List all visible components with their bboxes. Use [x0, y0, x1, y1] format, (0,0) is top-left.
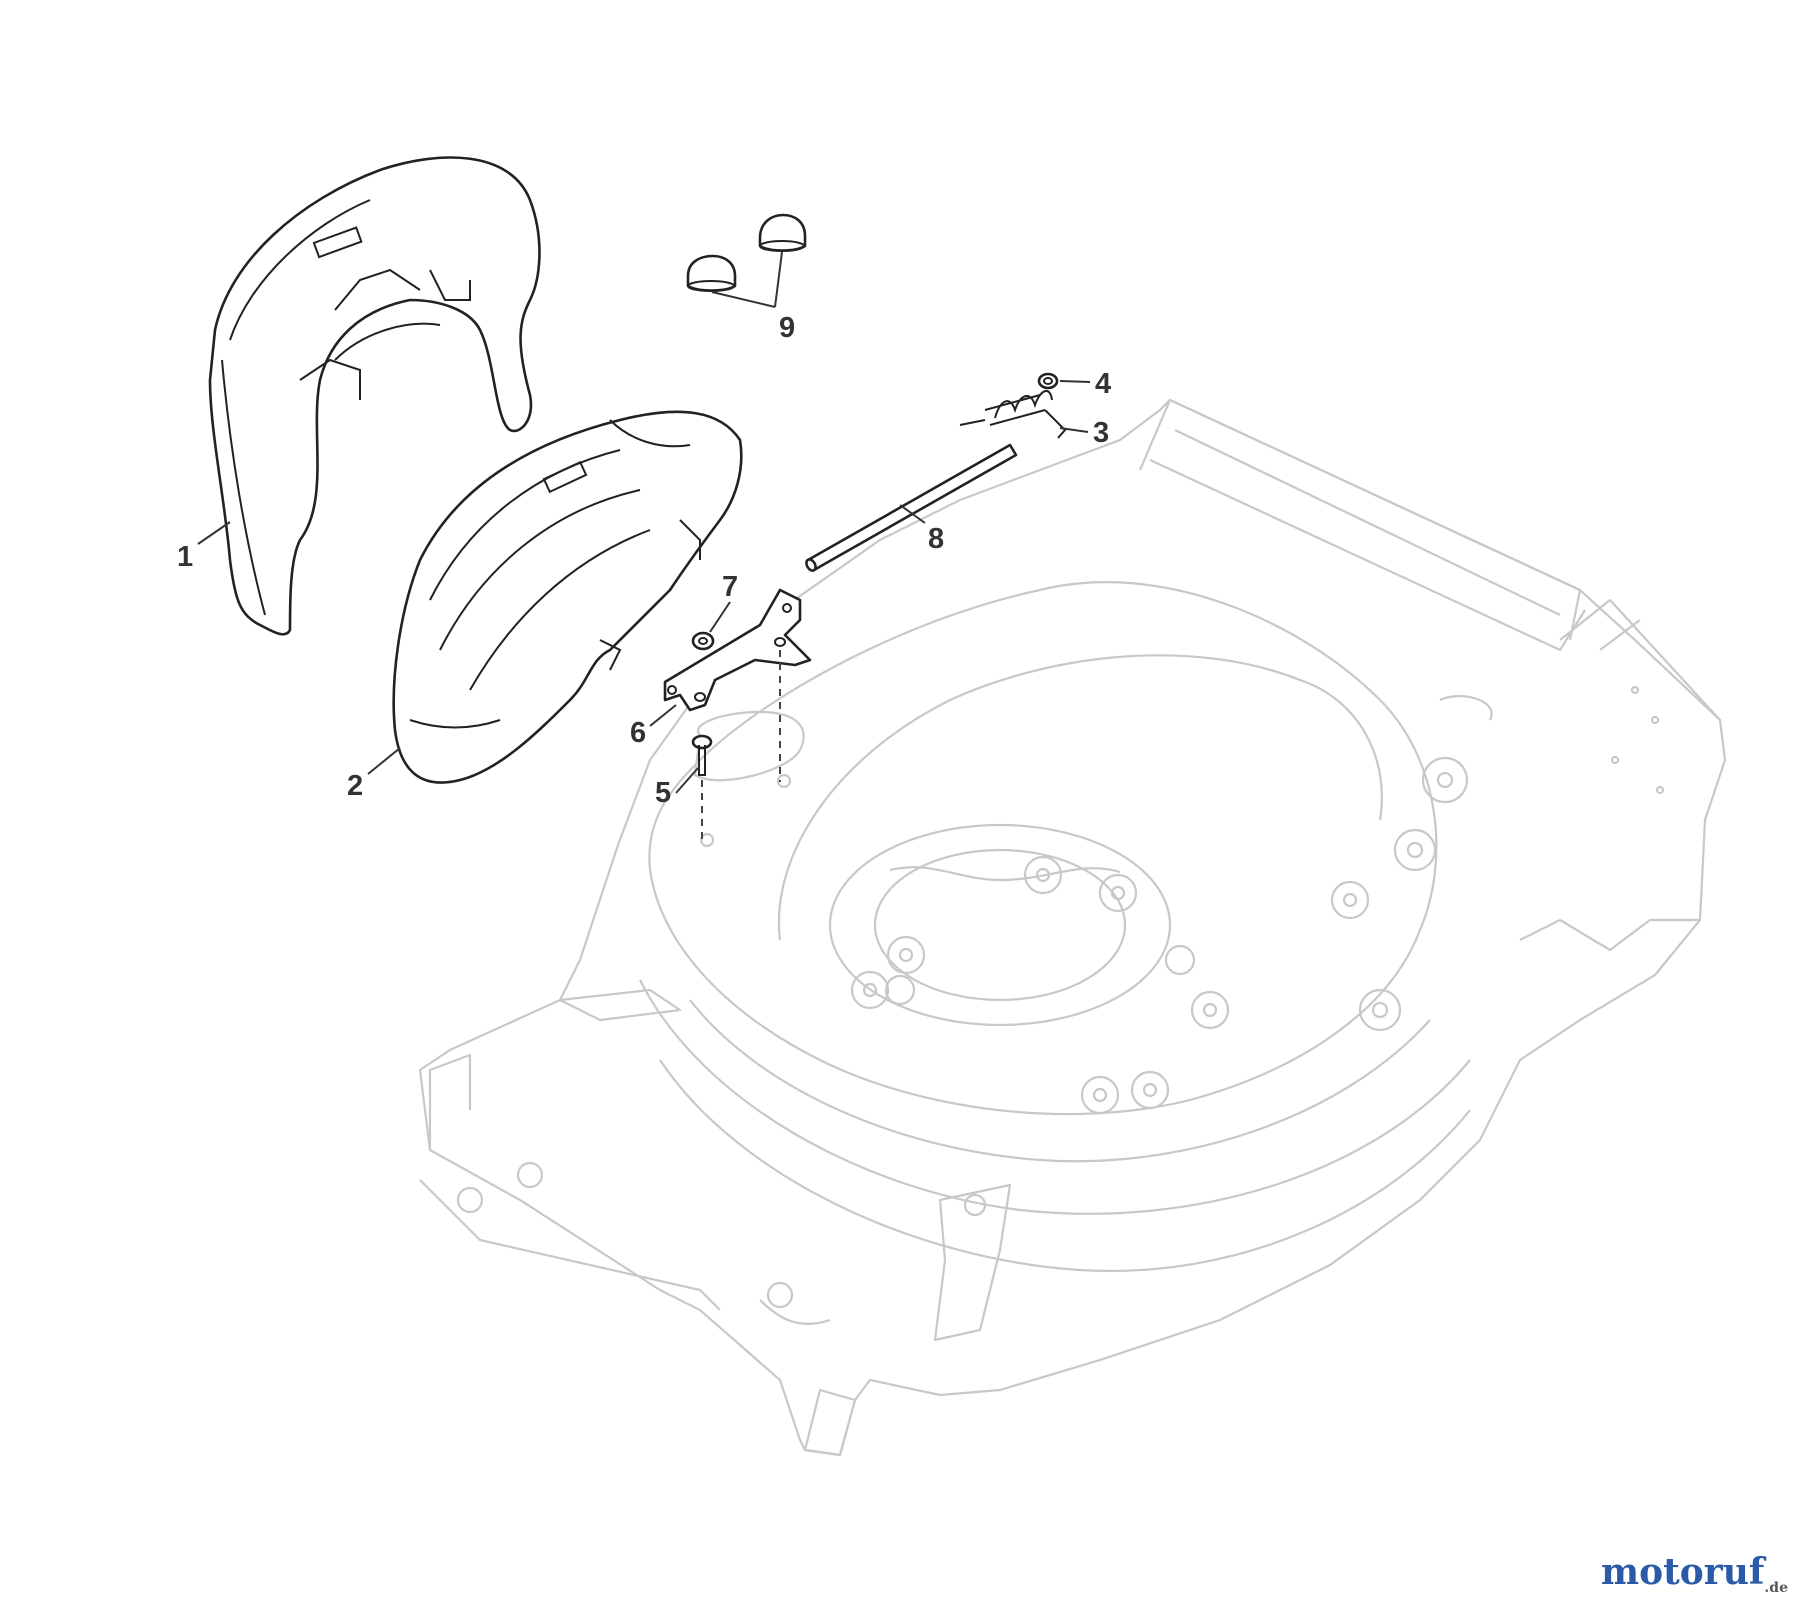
leader-8 [899, 504, 926, 524]
leader-3 [1059, 427, 1089, 433]
callout-9: 9 [779, 312, 795, 344]
callout-8: 8 [928, 523, 944, 555]
callout-4: 4 [1095, 368, 1111, 400]
deck-bosses [850, 855, 1230, 1115]
leader-6 [649, 704, 677, 727]
leader-9b [774, 251, 783, 308]
part-2-rear-flap [392, 410, 743, 784]
leader-2 [367, 747, 401, 775]
callouts: 1 2 3 4 5 6 7 8 9 [177, 312, 1111, 809]
part-3-spring [959, 390, 1067, 439]
part-7-nut [691, 631, 715, 651]
part-8-rod [805, 443, 1018, 572]
callout-6: 6 [630, 717, 646, 749]
callout-7: 7 [722, 571, 738, 603]
leader-7 [709, 601, 731, 633]
part-9-caps [686, 213, 807, 292]
callout-5: 5 [655, 777, 671, 809]
part-4-clip [1037, 372, 1059, 390]
watermark-brand: motoruf [1601, 1550, 1765, 1593]
callout-3: 3 [1093, 417, 1109, 449]
part-1-rear-cover [208, 156, 541, 636]
callout-1: 1 [177, 541, 193, 573]
leader-4 [1059, 380, 1091, 383]
leader-lines [197, 251, 1091, 794]
part-6-bracket [663, 588, 812, 712]
motoruf-logo: motoruf.de [1601, 1551, 1788, 1596]
watermark-suffix: .de [1764, 1580, 1788, 1596]
leader-5 [675, 767, 699, 794]
part-5-screw [691, 734, 713, 776]
callout-2: 2 [347, 770, 363, 802]
leader-1 [197, 521, 231, 545]
leader-9a [711, 291, 776, 308]
